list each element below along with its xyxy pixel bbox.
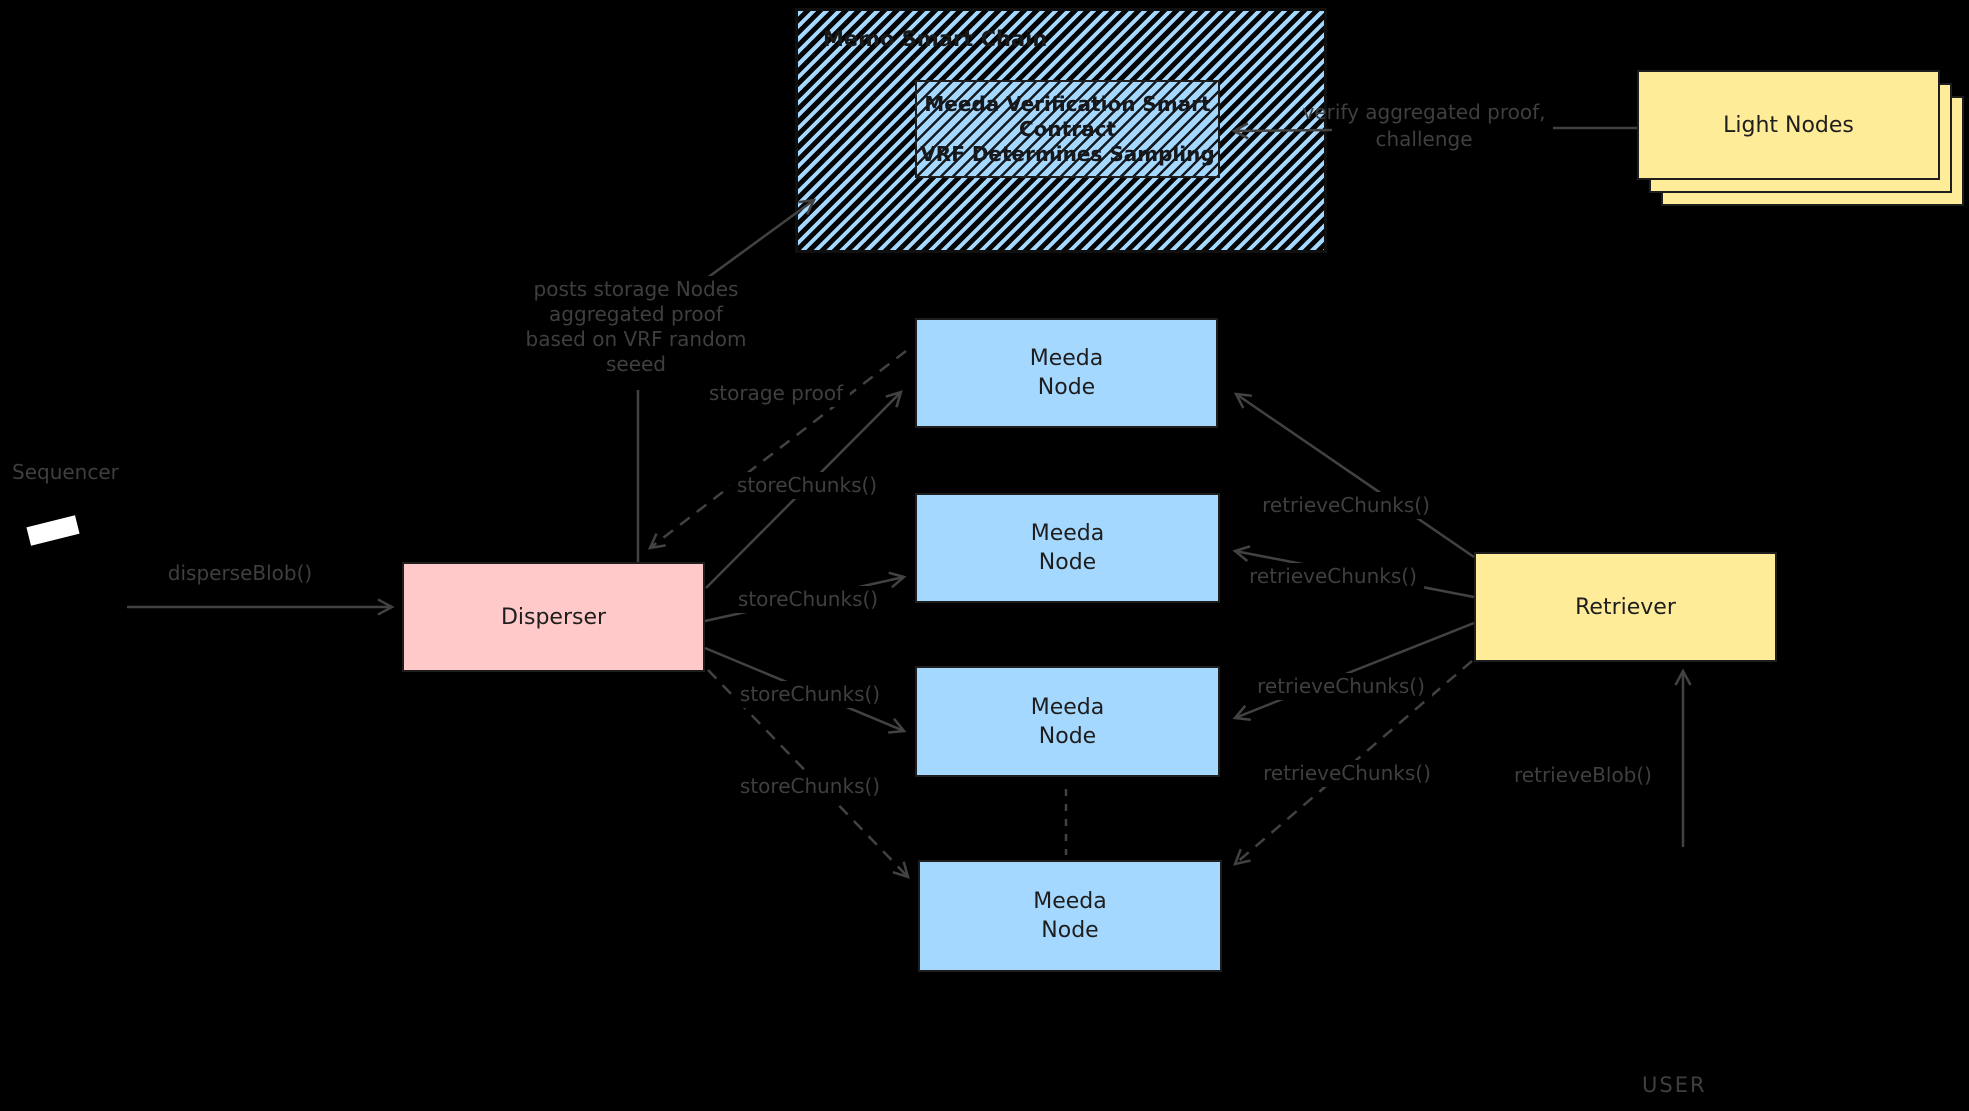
retriever-label: Retriever <box>1575 594 1676 620</box>
store-chunks-label-2: storeChunks() <box>730 586 886 613</box>
store-chunks-label-4: storeChunks() <box>732 773 888 800</box>
disperser-box: Disperser <box>402 562 705 672</box>
user-label: USER <box>1642 1073 1707 1097</box>
meeda-node-label-line2: Node <box>1038 723 1097 749</box>
retrieve-chunks-label-3: retrieveChunks() <box>1250 673 1432 700</box>
meeda-node-label-line1: Meeda <box>1030 694 1105 720</box>
meeda-node-label-line1: Meeda <box>1030 521 1105 546</box>
storage-proof-label: storage proof <box>701 380 851 407</box>
retrieve-chunks-arrow-1 <box>1233 392 1475 559</box>
posts-proof-label: posts storage Nodes aggregated proof bas… <box>518 276 754 378</box>
meeda-node-label-line2: Node <box>1038 550 1097 575</box>
meeda-node-box-1: Meeda Node <box>915 318 1218 428</box>
store-chunks-label-1: storeChunks() <box>729 472 885 499</box>
meeda-node-label-line1: Meeda <box>1029 346 1104 371</box>
verification-box-line3: VRF Determines Sampling <box>920 141 1215 166</box>
meeda-node-box-2: Meeda Node <box>915 493 1220 603</box>
meeda-node-label-line2: Node <box>1041 918 1099 943</box>
memo-smart-chain-title: Memo Smart Chain <box>823 27 1048 51</box>
meeda-node-box-3: Meeda Node <box>915 666 1220 777</box>
light-nodes-box: Light Nodes <box>1637 70 1940 180</box>
light-nodes-label: Light Nodes <box>1723 112 1854 138</box>
meeda-node-label-line2: Node <box>1037 375 1096 400</box>
verification-box-line1: Meeda Verification Smart <box>924 91 1211 116</box>
posts-proof-arrow-upper <box>702 198 817 283</box>
disperse-blob-label: disperseBlob() <box>167 561 313 585</box>
meeda-node-label-line1: Meeda <box>1033 889 1107 914</box>
disperser-label: Disperser <box>500 604 607 630</box>
retrieve-blob-label: retrieveBlob() <box>1514 763 1652 787</box>
retrieve-chunks-label-4: retrieveChunks() <box>1256 760 1438 787</box>
retrieve-chunks-label-1: retrieveChunks() <box>1255 492 1437 519</box>
meeda-verification-contract-box: Meeda Verification Smart Contract VRF De… <box>915 80 1220 178</box>
meeda-node-box-4: Meeda Node <box>918 860 1222 972</box>
store-chunks-label-3: storeChunks() <box>732 681 888 708</box>
storage-proof-arrow <box>647 350 907 550</box>
retrieve-chunks-arrow-3 <box>1232 621 1475 722</box>
verify-proof-arrow-left <box>1231 122 1333 140</box>
verification-box-line2: Contract <box>1019 116 1116 141</box>
retriever-box: Retriever <box>1474 552 1777 662</box>
retrieve-chunks-label-2: retrieveChunks() <box>1242 563 1424 590</box>
sequencer-label: Sequencer <box>12 460 119 484</box>
verify-proof-label: verify aggregated proof, challenge <box>1302 100 1546 151</box>
